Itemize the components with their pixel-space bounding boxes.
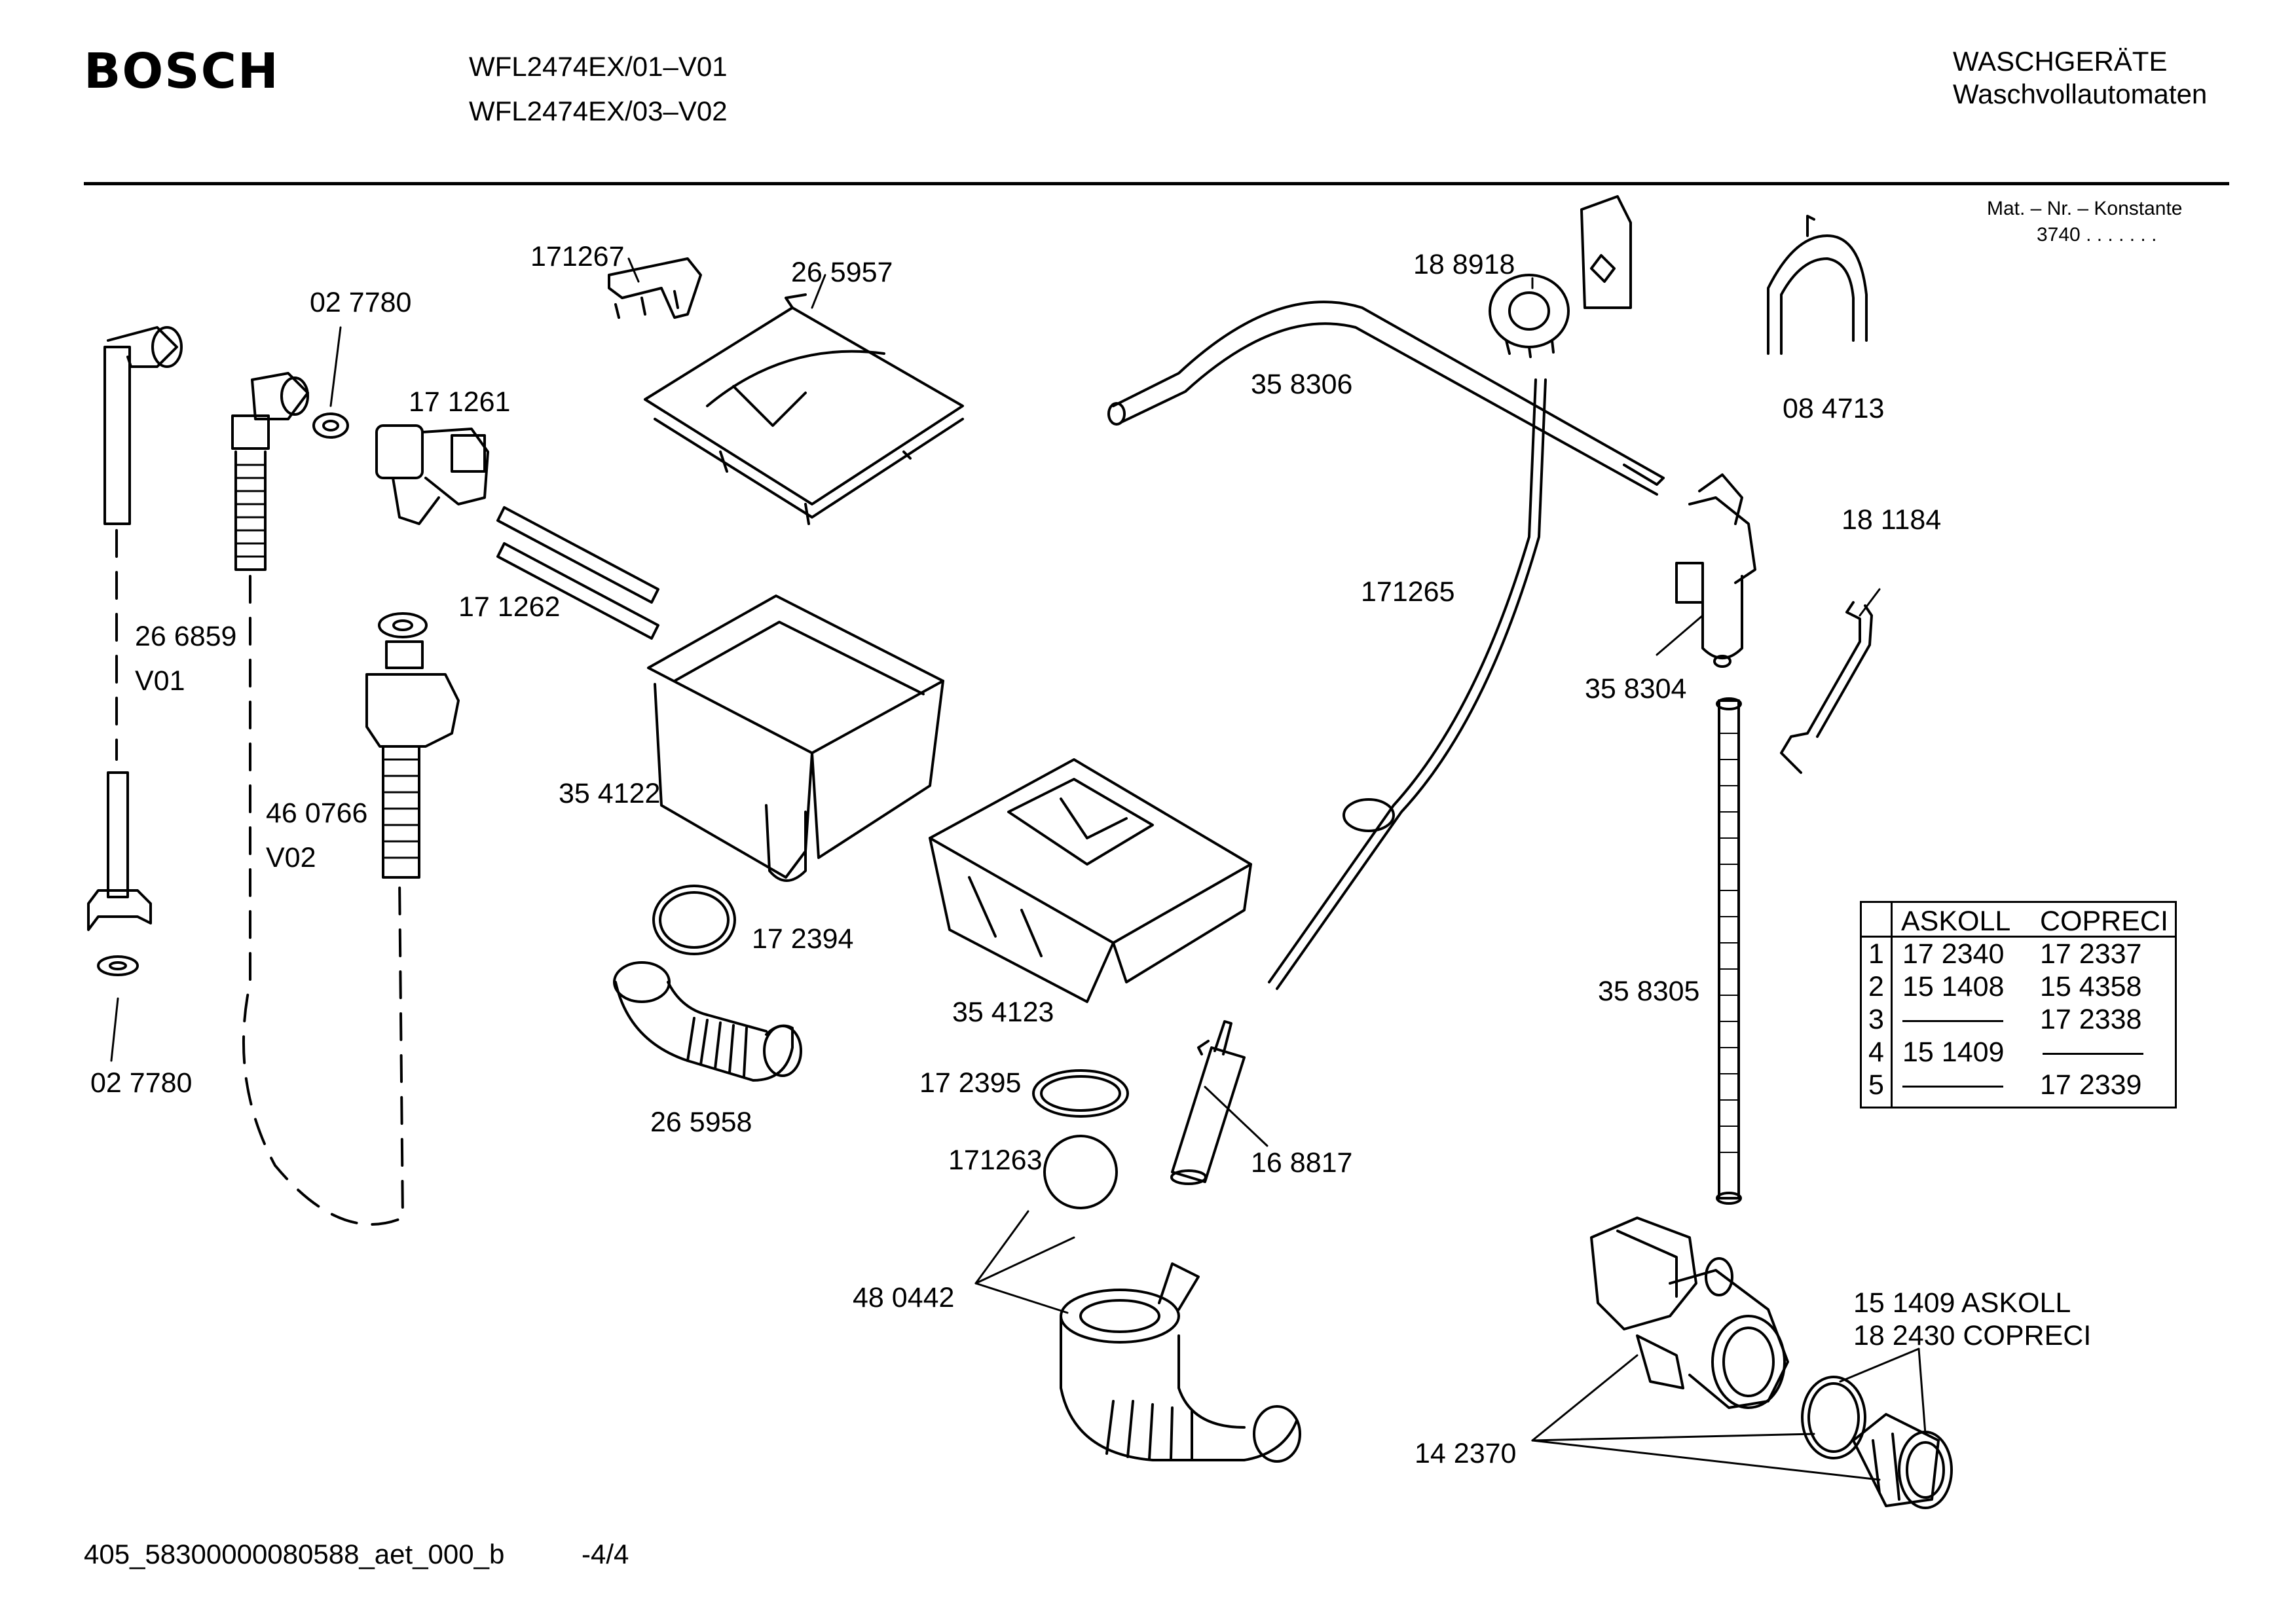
table-cell-index: 5: [1868, 1069, 1884, 1101]
part-label-171263: 171263: [948, 1145, 1043, 1176]
part-label-354123: 35 4123: [952, 997, 1054, 1028]
table-header-askoll: ASKOLL: [1901, 906, 2011, 937]
model-number-1: WFL2474EX/01–V01: [469, 51, 728, 82]
table-row: 2 15 1408 15 4358: [1862, 971, 2175, 1005]
part-label-171262: 17 1262: [458, 591, 561, 623]
seal-ring-172394: [652, 885, 736, 955]
table-cell-copreci: 15 4358: [2040, 971, 2142, 1002]
part-label-151409-askoll: 15 1409 ASKOLL: [1853, 1287, 2071, 1319]
bellows-hose-265958: [613, 961, 802, 1082]
subcategory-title: Waschvollautomaten: [1953, 79, 2208, 109]
table-cell-askoll: 17 2340: [1902, 938, 2005, 970]
brand-logo: BOSCH: [84, 43, 280, 100]
part-label-480442: 48 0442: [853, 1282, 955, 1313]
part-label-358306: 35 8306: [1251, 369, 1353, 400]
part-label-172395: 17 2395: [919, 1067, 1022, 1099]
part-label-354122: 35 4122: [559, 778, 661, 809]
hose-clip: [1767, 215, 1868, 355]
table-cell-copreci-empty: [2043, 1053, 2143, 1055]
sump-hose: [1060, 1262, 1301, 1463]
table-cell-askoll: 15 1408: [1902, 971, 2005, 1002]
part-label-v01: V01: [135, 665, 185, 697]
part-label-171267: 171267: [530, 241, 625, 272]
part-label-265958: 26 5958: [650, 1107, 752, 1138]
detergent-drawer: [929, 758, 1252, 1003]
table-cell-index: 2: [1868, 971, 1884, 1002]
part-label-460766: 46 0766: [266, 797, 368, 829]
wire-bracket: [1780, 601, 1873, 774]
table-cell-copreci: 17 2337: [2040, 938, 2142, 970]
table-row: 3 17 2338: [1862, 1004, 2175, 1038]
part-label-358304: 35 8304: [1585, 673, 1687, 705]
seal-ring-172395: [1032, 1069, 1129, 1118]
table-cell-copreci: 17 2339: [2040, 1069, 2142, 1101]
part-label-142370: 14 2370: [1415, 1438, 1517, 1469]
drain-pump: [1590, 1217, 1789, 1409]
pressure-chamber: [1675, 473, 1756, 668]
leader-lines: [110, 257, 1927, 1481]
part-label-171261: 17 1261: [409, 386, 511, 418]
document-id: 405_58300000080588_aet_000_b: [84, 1539, 505, 1569]
part-label-182430-copreci: 18 2430 COPRECI: [1853, 1320, 2092, 1351]
table-header-row: ASKOLL COPRECI: [1862, 903, 2175, 937]
part-label-266859: 26 6859: [135, 621, 237, 652]
model-number-2: WFL2474EX/03–V02: [469, 96, 728, 126]
part-label-265957: 26 5957: [791, 257, 893, 288]
air-hose-171265: [1268, 378, 1547, 990]
table-cell-askoll-empty: [1902, 1086, 2003, 1088]
part-label-084713: 08 4713: [1783, 393, 1885, 424]
table-index-divider: [1891, 903, 1893, 1107]
part-label-027780-bottom: 02 7780: [90, 1067, 193, 1099]
part-label-027780-top: 02 7780: [310, 287, 412, 318]
table-cell-index: 4: [1868, 1036, 1884, 1068]
part-label-v02: V02: [266, 842, 316, 873]
table-header-copreci: COPRECI: [2040, 906, 2168, 937]
connector-rods: [496, 506, 659, 640]
detergent-bracket: [608, 257, 702, 319]
table-row: 1 17 2340 17 2337: [1862, 938, 2175, 972]
pressure-hose-358306: [1107, 301, 1665, 496]
part-label-181184: 18 1184: [1842, 504, 1942, 536]
drain-hose-358305: [1716, 697, 1742, 1205]
drawer-housing: [647, 595, 944, 882]
drain-filter: [1852, 1413, 1953, 1509]
page-number: -4/4: [582, 1539, 629, 1569]
table-cell-copreci: 17 2338: [2040, 1004, 2142, 1035]
table-cell-askoll: 15 1409: [1902, 1036, 2005, 1068]
part-label-358305: 35 8305: [1598, 976, 1700, 1007]
table-header-divider: [1862, 936, 2175, 938]
pump-gasket: [1801, 1376, 1866, 1459]
check-ball: [1043, 1135, 1118, 1209]
dispenser-frame: [644, 293, 964, 525]
heating-sensor: [1170, 1020, 1246, 1185]
table-cell-index: 1: [1868, 938, 1884, 970]
category-title: WASCHGERÄTE: [1953, 46, 2168, 77]
part-label-188918: 18 8918: [1413, 249, 1515, 280]
table-cell-index: 3: [1868, 1004, 1884, 1035]
part-label-168817: 16 8817: [1251, 1147, 1353, 1179]
mat-nr-label: Mat. – Nr. – Konstante: [1987, 198, 2183, 219]
header-divider: [84, 182, 2229, 185]
table-row: 5 17 2339: [1862, 1069, 2175, 1103]
part-label-171265: 171265: [1361, 576, 1455, 608]
mat-nr-value: 3740 . . . . . . .: [2037, 224, 2157, 246]
variant-table: ASKOLL COPRECI 1 17 2340 17 2337 2 15 14…: [1860, 901, 2177, 1108]
inlet-hose-v02: [231, 372, 460, 1226]
inlet-hose-v01: [87, 326, 183, 976]
table-row: 4 15 1409: [1862, 1036, 2175, 1071]
table-cell-askoll-empty: [1902, 1020, 2003, 1022]
pressure-switch: [1489, 195, 1632, 358]
part-label-172394: 17 2394: [752, 923, 854, 955]
inlet-valve: [375, 424, 489, 525]
